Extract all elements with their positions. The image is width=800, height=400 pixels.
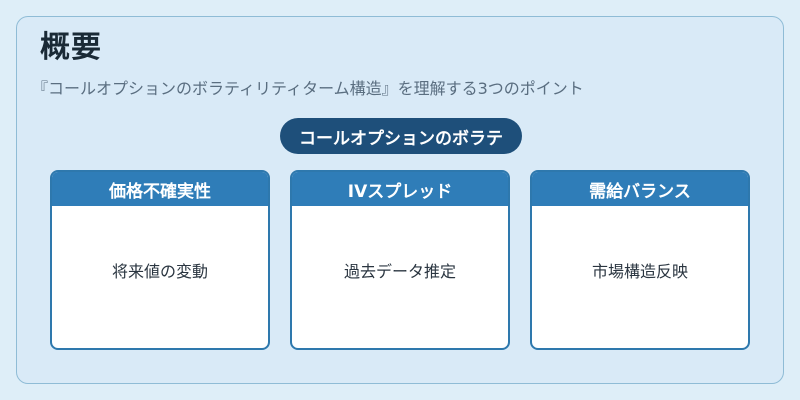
page-subtitle: 『コールオプションのボラティリティターム構造』を理解する3つのポイント: [32, 79, 584, 98]
point-card-2-header: IVスプレッド: [292, 172, 508, 206]
page-title: 概要: [40, 30, 102, 65]
point-card-1-title: 価格不確実性: [109, 181, 211, 202]
point-card-2: IVスプレッド 過去データ推定: [290, 170, 510, 350]
point-card-1-text: 将来値の変動: [111, 262, 208, 281]
point-card-3-text: 市場構造反映: [591, 262, 688, 281]
point-card-1-body: 将来値の変動: [52, 206, 268, 348]
center-node-label: コールオプションのボラテ: [299, 128, 503, 149]
point-card-1-header: 価格不確実性: [52, 172, 268, 206]
point-card-3-body: 市場構造反映: [532, 206, 748, 348]
point-card-2-body: 過去データ推定: [292, 206, 508, 348]
center-node: コールオプションのボラテ: [280, 118, 522, 154]
point-card-1: 価格不確実性 将来値の変動: [50, 170, 270, 350]
point-card-2-title: IVスプレッド: [347, 181, 453, 202]
point-card-2-text: 過去データ推定: [343, 262, 456, 281]
point-card-3-header: 需給バランス: [532, 172, 748, 206]
point-card-3: 需給バランス 市場構造反映: [530, 170, 750, 350]
point-card-3-title: 需給バランス: [589, 181, 691, 202]
